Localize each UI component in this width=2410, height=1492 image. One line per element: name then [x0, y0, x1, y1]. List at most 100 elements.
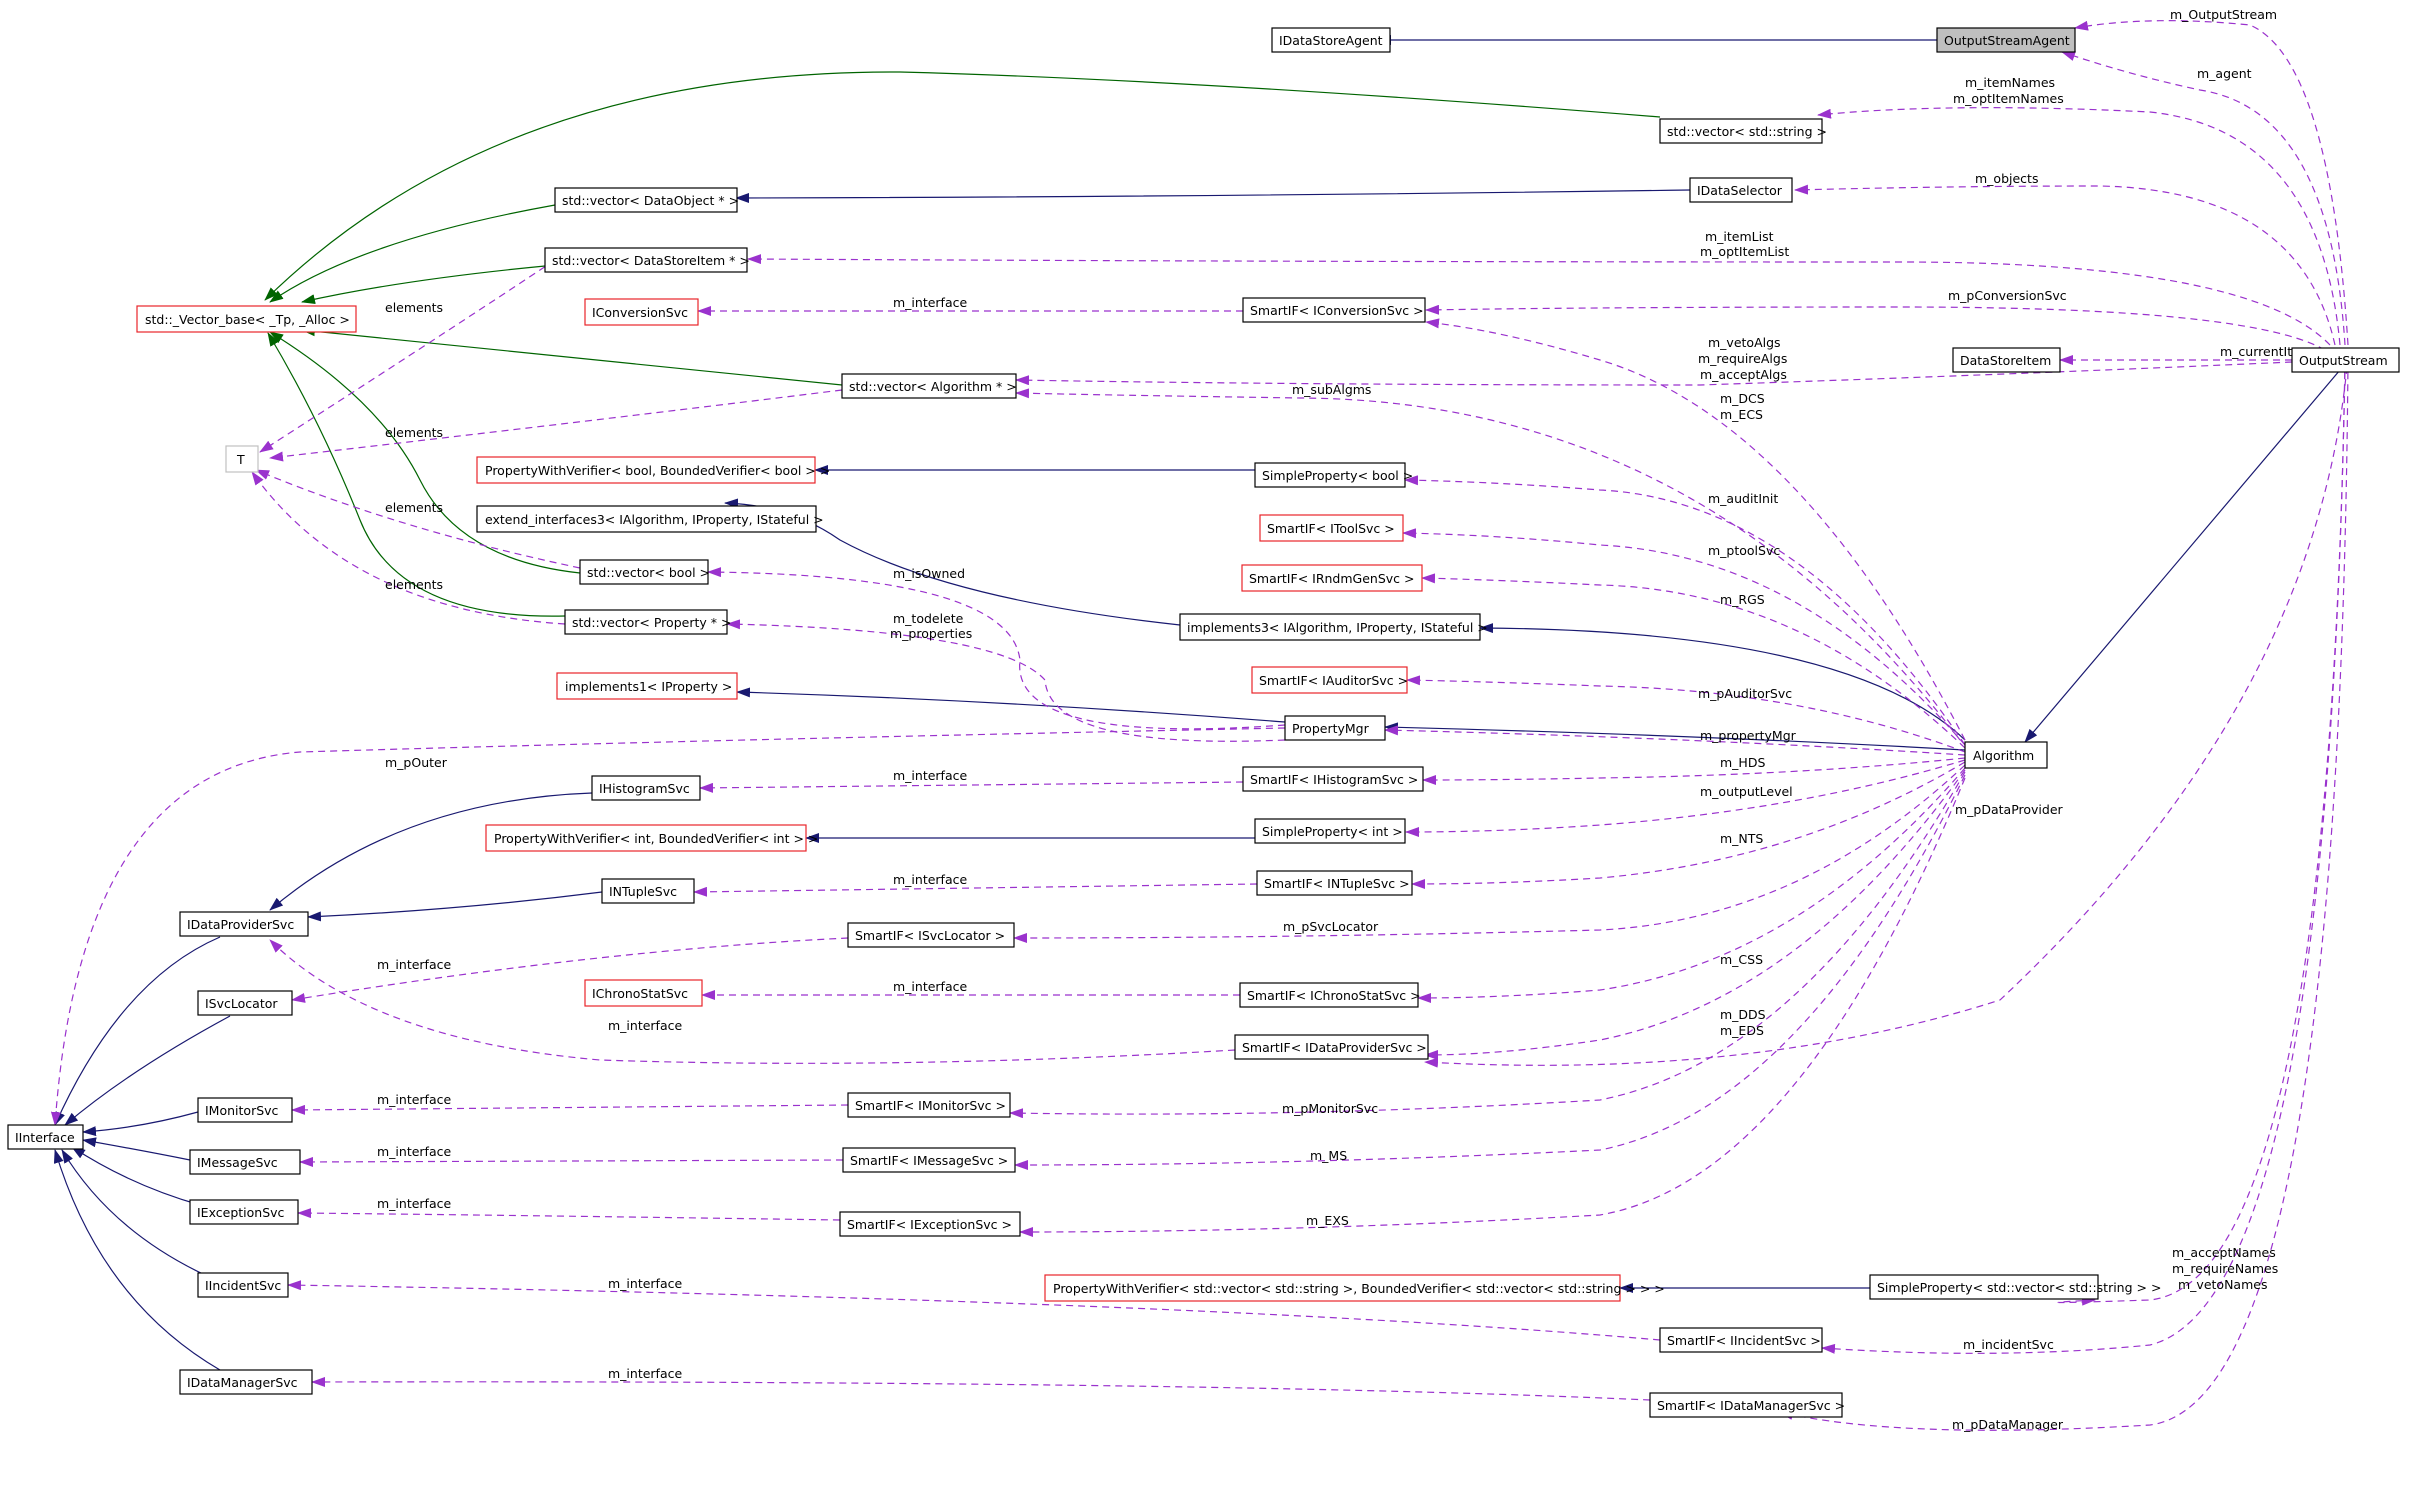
label-m-interface-monitor: m_interface [377, 1092, 451, 1107]
node-imessagesvc[interactable]: IMessageSvc [189, 1149, 301, 1175]
node-smartif-iconversionsvc[interactable]: SmartIF< IConversionSvc > [1242, 297, 1426, 323]
node-idatamanagersvc[interactable]: IDataManagerSvc [179, 1369, 313, 1395]
node-smartif-iauditorsvc[interactable]: SmartIF< IAuditorSvc > [1251, 666, 1408, 694]
label-m-todelete: m_todelete [893, 611, 964, 626]
node-smartif-idataprovidersvc-label: SmartIF< IDataProviderSvc > [1242, 1040, 1427, 1055]
node-smartif-iexceptionsvc[interactable]: SmartIF< IExceptionSvc > [839, 1211, 1021, 1237]
label-m-ecs: m_ECS [1720, 407, 1763, 422]
label-m-currentitem: m_currentItem [2220, 344, 2312, 359]
label-m-itemlist: m_itemList [1705, 229, 1774, 244]
node-iincidentsvc[interactable]: IIncidentSvc [197, 1272, 289, 1298]
node-ihistogramsvc[interactable]: IHistogramSvc [591, 775, 701, 801]
label-m-requirealgs: m_requireAlgs [1698, 351, 1787, 366]
node-vector-bool[interactable]: std::vector< bool > [579, 559, 710, 585]
node-smartif-intuplesvc[interactable]: SmartIF< INTupleSvc > [1256, 870, 1413, 896]
node-iincidentsvc-label: IIncidentSvc [205, 1278, 281, 1293]
node-idatastoreagent-label: IDataStoreAgent [1279, 33, 1383, 48]
node-smartif-ichronostatsvc[interactable]: SmartIF< IChronoStatSvc > [1239, 982, 1421, 1008]
node-smartif-ihistogramsvc[interactable]: SmartIF< IHistogramSvc > [1242, 766, 1424, 792]
edge-vector-algorithm-to-vector-base [301, 326, 843, 386]
node-vector-string[interactable]: std::vector< std::string > [1659, 118, 1827, 144]
edge-usage-m-interface-monitor [291, 1104, 849, 1115]
label-m-optitemnames: m_optItemNames [1953, 91, 2064, 106]
edge-usage-elements-1 [259, 259, 556, 453]
edge-usage-m-agent [2061, 51, 2346, 346]
node-vector-datastoreitem[interactable]: std::vector< DataStoreItem * > [544, 247, 750, 273]
node-smartif-idatamanagersvc[interactable]: SmartIF< IDataManagerSvc > [1649, 1392, 1845, 1418]
node-intuplesvc[interactable]: INTupleSvc [601, 878, 695, 904]
node-smartif-iincidentsvc[interactable]: SmartIF< IIncidentSvc > [1659, 1327, 1823, 1353]
edge-usage-m-dds [1424, 769, 1966, 1060]
node-implements3[interactable]: implements3< IAlgorithm, IProperty, ISta… [1179, 613, 1488, 641]
node-outputstream-label: OutputStream [2299, 353, 2388, 368]
node-vector-dataobject[interactable]: std::vector< DataObject * > [554, 187, 739, 213]
node-outputstreamagent[interactable]: OutputStreamAgent [1936, 27, 2076, 53]
label-m-pdataprovider: m_pDataProvider [1955, 802, 2064, 817]
node-vector-property[interactable]: std::vector< Property * > [564, 609, 731, 635]
label-m-pauditorsvc: m_pAuditorSvc [1698, 686, 1792, 701]
node-iinterface[interactable]: IInterface [7, 1124, 84, 1150]
node-pwv-bool[interactable]: PropertyWithVerifier< bool, BoundedVerif… [476, 456, 830, 484]
node-imonitorsvc[interactable]: IMonitorSvc [197, 1097, 293, 1123]
label-m-interface-datamgr: m_interface [608, 1366, 682, 1381]
label-m-incidentsvc: m_incidentSvc [1963, 1337, 2054, 1352]
edge-usage-m-subalgms [1015, 388, 1961, 741]
node-ichronostatsvc[interactable]: IChronoStatSvc [584, 979, 703, 1007]
edge-algorithm-to-implements3 [1479, 623, 1966, 741]
node-vector-base[interactable]: std::_Vector_base< _Tp, _Alloc > [136, 305, 357, 333]
node-smartif-itoolsvc[interactable]: SmartIF< IToolSvc > [1259, 514, 1404, 542]
node-smartif-iconversionsvc-label: SmartIF< IConversionSvc > [1250, 303, 1424, 318]
node-smartif-irndmgensvc[interactable]: SmartIF< IRndmGenSvc > [1241, 564, 1423, 592]
node-extend-interfaces3[interactable]: extend_interfaces3< IAlgorithm, IPropert… [476, 505, 824, 533]
node-propertymgr[interactable]: PropertyMgr [1284, 715, 1386, 741]
label-m-interface-hist: m_interface [893, 768, 967, 783]
node-simpleproperty-vector-string[interactable]: SimpleProperty< std::vector< std::string… [1869, 1274, 2161, 1300]
node-idatastoreagent[interactable]: IDataStoreAgent [1271, 27, 1391, 53]
edge-usage-m-ms [1014, 774, 1966, 1170]
node-vector-string-label: std::vector< std::string > [1667, 124, 1827, 139]
node-isvclocator-label: ISvcLocator [205, 996, 278, 1011]
node-idataprovidersvc[interactable]: IDataProviderSvc [179, 911, 309, 937]
label-m-interface-ntuple: m_interface [893, 872, 967, 887]
node-iexceptionsvc[interactable]: IExceptionSvc [189, 1199, 299, 1225]
node-vector-algorithm-label: std::vector< Algorithm * > [849, 379, 1017, 394]
edge-usage-m-pauditorsvc [1406, 675, 1966, 753]
node-iconversionsvc[interactable]: IConversionSvc [584, 298, 699, 326]
edge-usage-m-interface-msg [299, 1156, 844, 1167]
label-m-pmonitorsvc: m_pMonitorSvc [1282, 1101, 1378, 1116]
node-isvclocator[interactable]: ISvcLocator [197, 990, 293, 1016]
node-pwv-vector-string[interactable]: PropertyWithVerifier< std::vector< std::… [1044, 1274, 1665, 1302]
edge-usage-m-vetoalgs [1015, 361, 2293, 386]
node-smartif-isvclocator[interactable]: SmartIF< ISvcLocator > [847, 922, 1015, 948]
label-elements-4: elements [385, 577, 443, 592]
node-algorithm[interactable]: Algorithm [1964, 741, 2048, 769]
node-simpleproperty-int[interactable]: SimpleProperty< int > [1254, 818, 1406, 844]
label-m-interface-conv: m_interface [893, 295, 967, 310]
node-outputstream[interactable]: OutputStream [2291, 347, 2400, 373]
edge-iincidentsvc-to-iinterface [61, 1149, 206, 1276]
node-datastoreitem[interactable]: DataStoreItem [1952, 347, 2061, 373]
node-pwv-int[interactable]: PropertyWithVerifier< int, BoundedVerifi… [485, 824, 818, 852]
node-t[interactable]: T [225, 445, 259, 473]
edge-usage-elements-2 [269, 389, 843, 462]
node-idataselector[interactable]: IDataSelector [1689, 177, 1793, 203]
node-vector-algorithm[interactable]: std::vector< Algorithm * > [841, 373, 1017, 399]
edge-usage-m-outputstream [2074, 20, 2349, 346]
node-simpleproperty-bool[interactable]: SimpleProperty< bool > [1254, 462, 1413, 488]
node-imessagesvc-label: IMessageSvc [197, 1155, 278, 1170]
label-m-interface-svcloc: m_interface [377, 957, 451, 972]
node-smartif-imessagesvc[interactable]: SmartIF< IMessageSvc > [842, 1147, 1016, 1173]
node-implements1[interactable]: implements1< IProperty > [556, 672, 738, 700]
label-m-objects: m_objects [1975, 171, 2038, 186]
edge-usage-m-nts [1411, 761, 1966, 889]
edge-vector-bool-to-vector-base [269, 331, 581, 574]
node-smartif-idataprovidersvc[interactable]: SmartIF< IDataProviderSvc > [1234, 1034, 1429, 1060]
node-simpleproperty-int-label: SimpleProperty< int > [1262, 824, 1403, 839]
edge-idataselector-to-vector-dataobject [735, 189, 1691, 203]
edge-usage-m-interface-ntuple [693, 883, 1258, 897]
node-vector-bool-label: std::vector< bool > [587, 565, 710, 580]
node-extend-interfaces3-label: extend_interfaces3< IAlgorithm, IPropert… [485, 512, 824, 527]
node-smartif-imonitorsvc[interactable]: SmartIF< IMonitorSvc > [847, 1092, 1011, 1118]
node-vector-property-label: std::vector< Property * > [572, 615, 731, 630]
edge-vector-dataobject-to-vector-base [269, 204, 556, 303]
